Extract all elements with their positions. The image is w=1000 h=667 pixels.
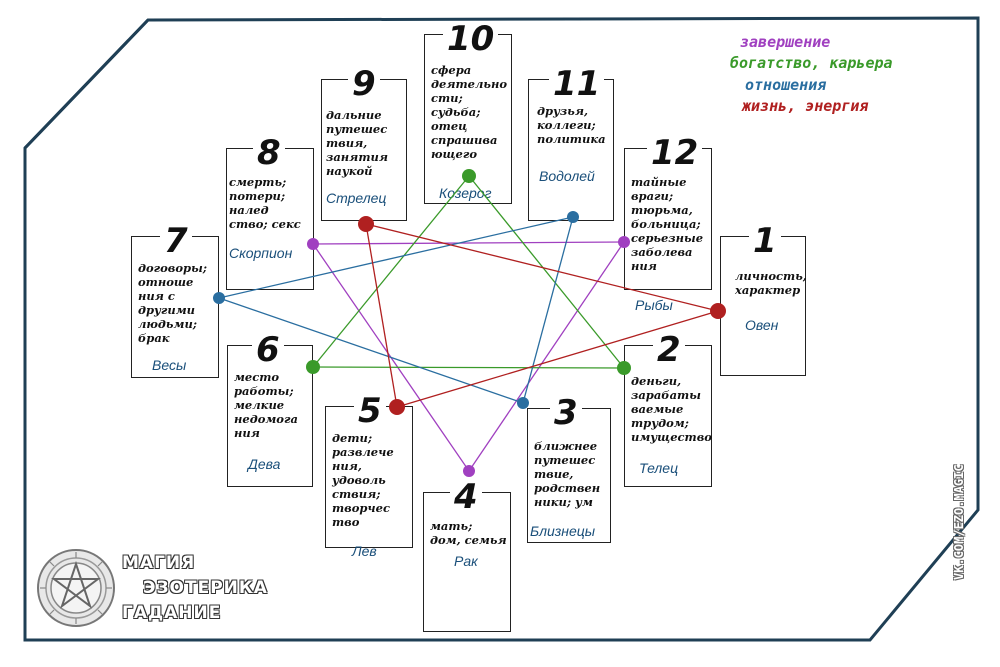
- house-9-number: 9: [348, 66, 380, 102]
- red-trine-line: [396, 310, 719, 408]
- house-6-connection-dot: [306, 360, 320, 374]
- house-5-sign: Лев: [352, 543, 377, 559]
- house-5-number: 5: [354, 393, 386, 429]
- blue-trine-line: [522, 216, 574, 404]
- house-12-sign: Рыбы: [635, 297, 673, 313]
- house-6: 6 место работы; мелкие недомога ния Дева: [227, 332, 313, 487]
- house-5: 5 дети; развлече ния, удоволь ствия; тво…: [325, 393, 413, 559]
- house-11: 11 друзья, коллеги; политика Водолей: [528, 66, 614, 221]
- green-trine-line: [468, 175, 625, 369]
- house-4-sign: Рак: [454, 553, 478, 569]
- house-7-description: договоры; отноше ния с другими людьми; б…: [138, 261, 208, 345]
- house-5-connection-dot: [389, 399, 405, 415]
- watermark-url: VK.COM/EZO.MAGIC: [952, 464, 966, 580]
- house-12: 12 тайные враги; тюрьма, больница; серье…: [624, 135, 712, 313]
- house-3-connection-dot: [517, 397, 529, 409]
- house-3-number: 3: [550, 395, 582, 431]
- house-2-number: 2: [653, 332, 685, 368]
- red-trine-line: [365, 223, 398, 408]
- house-6-description: место работы; мелкие недомога ния: [234, 370, 298, 440]
- house-10-number: 10: [443, 21, 499, 57]
- purple-trine-line: [468, 241, 625, 472]
- house-9-description: дальние путешес твия, занятия наукой: [326, 108, 389, 178]
- house-8: 8 смерть; потери; налед ство; секс Скорп…: [226, 135, 314, 290]
- house-1: 1 личность, характер Овен: [720, 223, 807, 376]
- house-8-description: смерть; потери; налед ство; секс: [229, 175, 301, 231]
- logo-line-esoterics: ЭЗОТЕРИКА: [143, 578, 268, 598]
- pentagram-logo-icon: [37, 549, 115, 627]
- house-1-number: 1: [749, 223, 781, 259]
- house-4-description: мать; дом, семья: [430, 519, 507, 547]
- house-7-number: 7: [160, 223, 192, 259]
- house-4-connection-dot: [463, 465, 475, 477]
- house-6-number: 6: [252, 332, 284, 368]
- house-4: 4 мать; дом, семья Рак: [423, 479, 511, 632]
- house-2-sign: Телец: [639, 460, 679, 476]
- legend-wealth-career: богатство, карьера: [730, 54, 893, 72]
- house-11-connection-dot: [567, 211, 579, 223]
- green-trine-line: [312, 175, 470, 368]
- house-1-connection-dot: [710, 303, 726, 319]
- house-3-sign: Близнецы: [530, 523, 596, 539]
- house-1-description: личность, характер: [735, 269, 807, 297]
- house-3-description: ближнее путешес твие, родствен ники; ум: [534, 439, 601, 509]
- house-2: 2 деньги, зарабаты ваемые трудом; имущес…: [624, 332, 712, 487]
- red-trine-line: [365, 223, 719, 312]
- logo-line-magic: МАГИЯ: [122, 553, 196, 573]
- blue-trine-line: [218, 216, 574, 299]
- purple-trine-line: [312, 241, 625, 245]
- house-10-connection-dot: [462, 169, 476, 183]
- house-2-connection-dot: [617, 361, 631, 375]
- house-11-sign: Водолей: [539, 168, 595, 184]
- house-9: 9 дальние путешес твия, занятия наукой С…: [321, 66, 407, 221]
- house-1-sign: Овен: [745, 317, 779, 333]
- house-12-number: 12: [647, 135, 703, 171]
- legend-completion: завершение: [740, 33, 831, 51]
- house-3: 3 ближнее путешес твие, родствен ники; у…: [527, 395, 611, 543]
- legend-life-energy: жизнь, энергия: [742, 97, 869, 115]
- house-11-description: друзья, коллеги; политика: [537, 104, 606, 146]
- house-9-sign: Стрелец: [326, 190, 387, 206]
- house-7-connection-dot: [213, 292, 225, 304]
- house-11-number: 11: [549, 66, 605, 102]
- house-8-sign: Скорпион: [229, 245, 293, 261]
- house-6-sign: Дева: [248, 456, 281, 472]
- legend-relationships: отношения: [745, 76, 827, 94]
- blue-trine-line: [218, 297, 524, 404]
- house-8-number: 8: [253, 135, 285, 171]
- house-12-description: тайные враги; тюрьма, больница; серьезны…: [631, 175, 704, 273]
- house-5-description: дети; развлече ния, удоволь ствия; творч…: [332, 431, 394, 529]
- logo-line-divination: ГАДАНИЕ: [122, 603, 222, 623]
- house-8-connection-dot: [307, 238, 319, 250]
- green-trine-line: [312, 366, 625, 369]
- house-12-connection-dot: [618, 236, 630, 248]
- house-7: 7 договоры; отноше ния с другими людьми;…: [131, 223, 219, 378]
- house-9-connection-dot: [358, 216, 374, 232]
- house-2-description: деньги, зарабаты ваемые трудом; имуществ…: [631, 374, 712, 444]
- house-4-number: 4: [450, 479, 482, 515]
- house-7-sign: Весы: [152, 357, 187, 373]
- house-10-description: сфера деятельно сти; судьба; отец спраши…: [431, 63, 508, 161]
